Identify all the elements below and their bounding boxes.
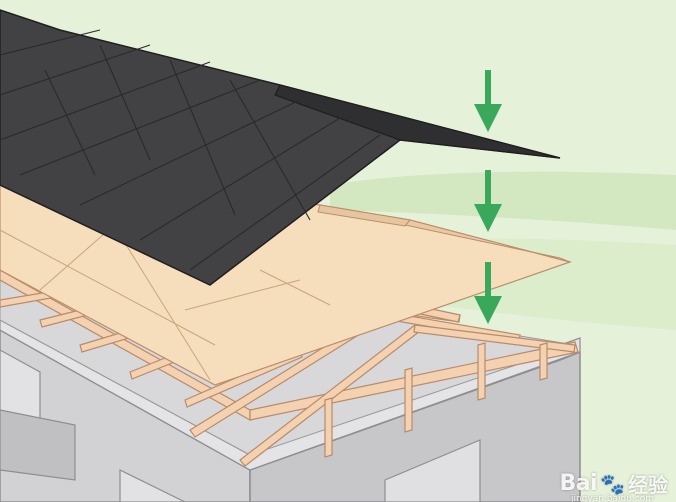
watermark-brand-2: 经验 <box>628 473 668 497</box>
watermark-url: jingyan.baidu.com <box>570 494 654 502</box>
building-walls <box>0 319 581 502</box>
paw-icon: 🐾 <box>600 471 625 496</box>
down-arrow-icon <box>474 262 502 324</box>
down-arrow-icon <box>474 70 502 132</box>
roof-shingles <box>0 9 561 286</box>
down-arrow-icon <box>474 170 502 232</box>
watermark-brand: Bai <box>559 471 598 496</box>
watermark-logo: Bai 🐾 经验 <box>559 469 668 498</box>
background-hill <box>330 171 676 230</box>
